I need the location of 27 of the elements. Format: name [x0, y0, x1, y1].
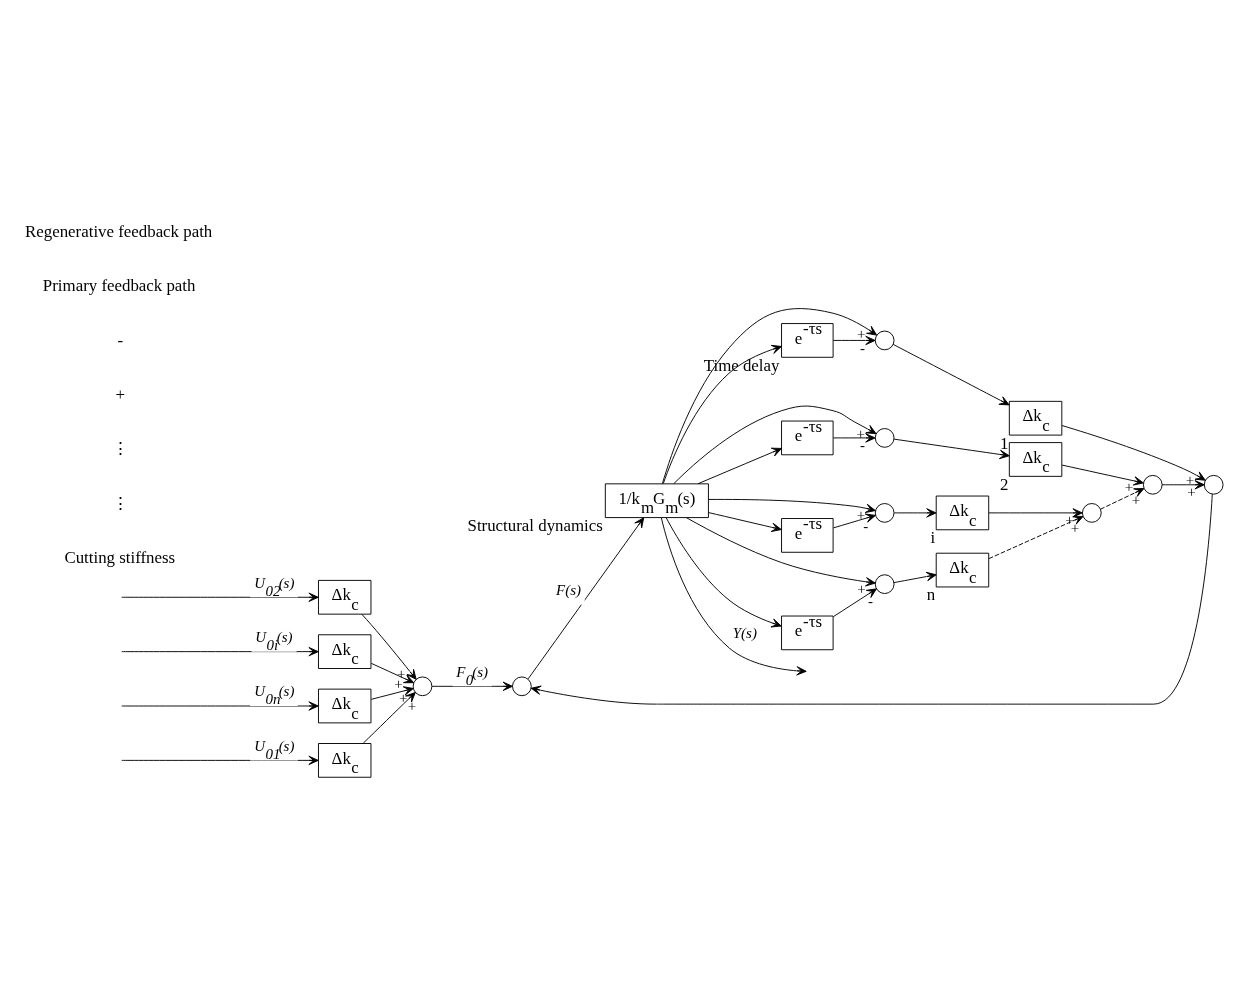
edge-label: -: [859, 436, 865, 453]
label: Primary feedback path: [42, 275, 196, 295]
label: -: [117, 329, 124, 349]
node-label: Structural dynamics: [467, 515, 603, 535]
edge-label: F(s): [556, 581, 582, 598]
edge-label: +: [857, 579, 866, 596]
label: Regenerative feedback path: [25, 221, 213, 241]
label: +: [115, 384, 126, 404]
label: Cutting stiffness: [64, 547, 176, 567]
edge-label: Y(s): [732, 624, 757, 641]
node-label: n: [926, 584, 936, 604]
node-label: 1: [999, 433, 1009, 453]
node-label: i: [930, 527, 936, 547]
edge-label: +: [394, 675, 403, 692]
edge-label: +: [1124, 478, 1134, 495]
edge-label: -: [859, 339, 865, 356]
edge-label: -: [863, 517, 869, 534]
node-label: 2: [999, 474, 1009, 494]
edge-label: -: [868, 592, 873, 609]
edge-label: +: [398, 689, 408, 706]
edge-label: +: [1131, 491, 1141, 508]
edge-label: +: [407, 697, 417, 714]
edge-label: +: [856, 325, 866, 342]
node-label: Time delay: [703, 355, 780, 375]
label: ⋮: [112, 438, 130, 458]
label: ⋮: [112, 493, 130, 513]
edge-label: +: [856, 506, 866, 523]
